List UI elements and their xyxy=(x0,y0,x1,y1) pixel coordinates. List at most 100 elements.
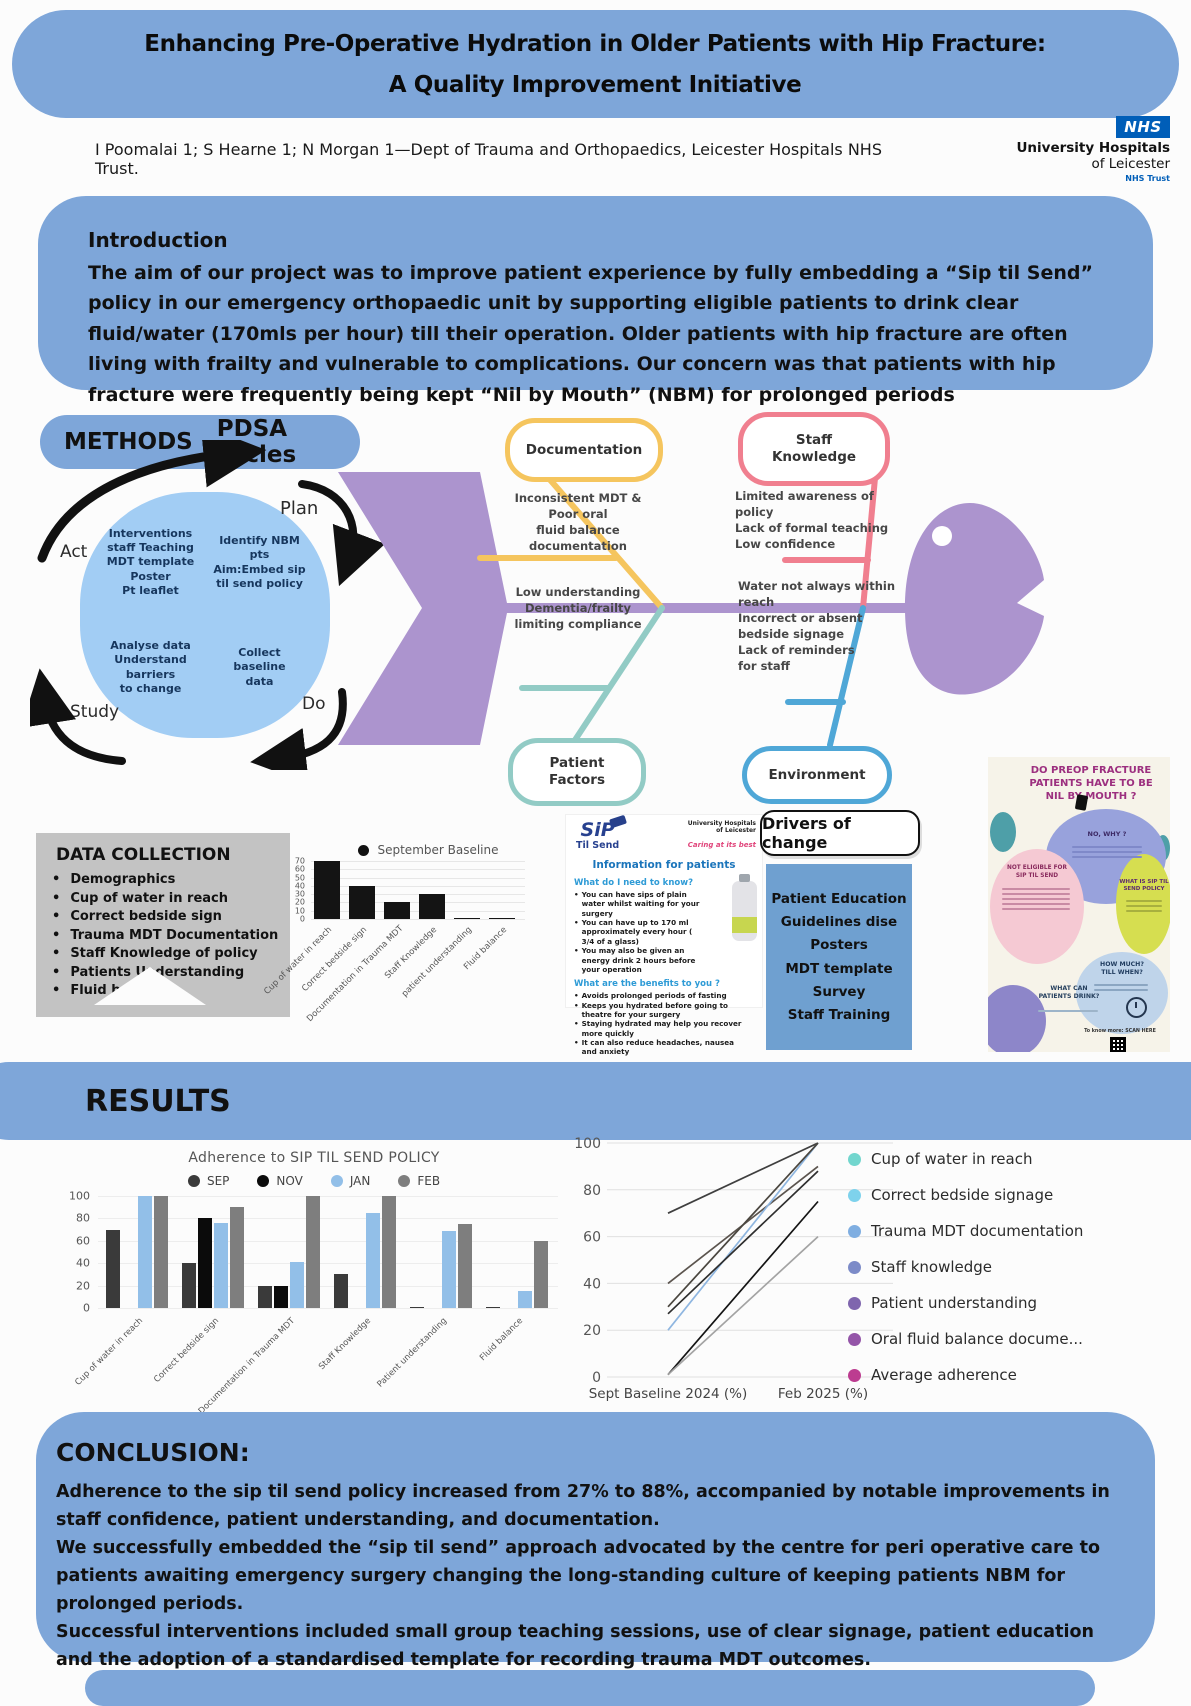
list-item: •It can also reduce headaches, nausea an… xyxy=(574,1038,734,1057)
legend-dot-icon xyxy=(848,1225,861,1238)
legend-dot-icon xyxy=(848,1333,861,1346)
qr-code-icon xyxy=(1110,1037,1126,1052)
gridline xyxy=(98,1285,558,1287)
fish-tail xyxy=(338,472,508,745)
legend-label: FEB xyxy=(417,1174,441,1188)
list-item: •Trauma MDT Documentation xyxy=(52,927,280,946)
bar xyxy=(518,1291,532,1308)
mini-poster-not-eligible: NOT ELIGIBLE FOR SIP TIL SEND xyxy=(1007,865,1067,879)
introduction-panel xyxy=(38,196,1153,390)
pdsa-cycle-arrows xyxy=(30,440,386,770)
sip-til-send-logo: SiP Til Send xyxy=(576,819,619,852)
decorative-blob xyxy=(988,985,1046,1052)
environment-branch xyxy=(827,605,866,748)
fishbone-shapes xyxy=(338,471,1044,748)
staff-knowledge-causes: Limited awareness of policy Lack of form… xyxy=(735,489,889,552)
bullet-icon: • xyxy=(574,1000,579,1010)
series-line xyxy=(667,1142,819,1214)
x-axis-label: Feb 2025 (%) xyxy=(778,1386,868,1402)
list-item: •You can have up to 170 ml approximately… xyxy=(574,918,693,946)
y-tick-label: 80 xyxy=(583,1183,601,1199)
legend-label: September Baseline xyxy=(377,843,499,857)
bar xyxy=(290,1262,304,1308)
page-title: Enhancing Pre-Operative Hydration in Old… xyxy=(25,24,1165,107)
conclusion-panel xyxy=(36,1412,1155,1662)
bar xyxy=(489,918,515,919)
bar xyxy=(419,894,445,919)
plot xyxy=(98,1196,558,1309)
legend-label: JAN xyxy=(349,1174,371,1188)
legend-item: JAN xyxy=(330,1174,371,1188)
list-item: •Cup of water in reach xyxy=(52,890,280,909)
bar xyxy=(258,1285,272,1308)
data-collection-item: Demographics xyxy=(70,872,176,887)
legend-dot-icon xyxy=(330,1175,343,1187)
legend-item: Patient understanding xyxy=(848,1294,1088,1313)
data-collection-item: Cup of water in reach xyxy=(70,890,229,906)
nutrition-bottle-image xyxy=(732,874,757,941)
chart-legend: September Baseline xyxy=(321,843,536,857)
bar xyxy=(534,1240,548,1308)
bullet-icon: • xyxy=(52,964,61,980)
results-heading: RESULTS xyxy=(85,1083,231,1119)
bullet-icon: • xyxy=(52,872,61,887)
y-tick-label: 10 xyxy=(294,906,305,916)
legend-dot-icon xyxy=(848,1189,861,1202)
bar xyxy=(230,1207,244,1308)
legend-dot-icon xyxy=(257,1175,270,1187)
y-tick-label: 20 xyxy=(294,897,305,907)
bar xyxy=(366,1212,380,1308)
nhs-org-line2: of Leicester xyxy=(1091,155,1170,172)
gridline xyxy=(98,1196,558,1197)
bullet-icon: • xyxy=(52,909,61,925)
bar xyxy=(458,1224,472,1308)
legend-item: NOV xyxy=(257,1174,303,1188)
list-item: •Avoids prolonged periods of fasting xyxy=(574,991,727,1001)
patient-factors-bubble: Patient Factors xyxy=(508,738,646,806)
series-line xyxy=(667,1200,819,1376)
page-title-line2: A Quality Improvement Initiative xyxy=(388,72,802,99)
pdsa-cycle-diagram: Interventions staff Teaching MDT templat… xyxy=(80,492,330,738)
legend-label: Cup of water in reach xyxy=(871,1150,1033,1168)
leaflet-q1-list: •You can have sips of plain water whilst… xyxy=(574,890,762,974)
y-tick-label: 40 xyxy=(294,881,305,891)
y-tick-label: 0 xyxy=(299,914,305,924)
bar xyxy=(182,1263,196,1308)
uhl-line1: University Hospitals xyxy=(687,820,756,827)
arrow-plan-to-do xyxy=(298,480,386,587)
legend-label: Patient understanding xyxy=(871,1294,1038,1312)
fish-spine xyxy=(498,603,912,613)
sip-logo-text: SiP xyxy=(580,819,615,841)
plot xyxy=(311,861,525,920)
nhs-logo-icon: NHS xyxy=(1116,116,1170,138)
gridline xyxy=(311,869,525,871)
bar xyxy=(154,1196,168,1308)
legend-item: Trauma MDT documentation xyxy=(848,1222,1088,1241)
drivers-of-change-title: Drivers of change xyxy=(760,810,920,856)
series-line xyxy=(667,1142,819,1308)
environment-bubble: Environment xyxy=(742,746,892,804)
drivers-of-change-list: Patient Education Guidelines dise Poster… xyxy=(766,864,912,1050)
bar xyxy=(334,1274,348,1308)
legend-label: SEP xyxy=(206,1174,230,1188)
placeholder-text-lines xyxy=(1088,981,1154,994)
legend-item: Staff knowledge xyxy=(848,1258,1088,1277)
mini-poster-how-much: HOW MUCH? TILL WHEN? xyxy=(1100,961,1144,977)
phone-icon xyxy=(1074,794,1089,811)
driver-item: Staff Training xyxy=(787,1006,891,1023)
legend-dot-icon xyxy=(848,1261,861,1274)
data-collection-item: Correct bedside sign xyxy=(70,909,222,925)
list-item: •Staff Knowledge of policy xyxy=(52,945,280,964)
y-tick-label: 60 xyxy=(76,1234,90,1248)
gridline xyxy=(98,1308,558,1309)
legend-label: Oral fluid balance docume... xyxy=(871,1330,1083,1348)
data-collection-item: Staff Knowledge of policy xyxy=(70,946,258,962)
y-tick-label: 30 xyxy=(294,889,305,899)
bar xyxy=(384,902,410,919)
decorative-blob xyxy=(990,812,1016,852)
